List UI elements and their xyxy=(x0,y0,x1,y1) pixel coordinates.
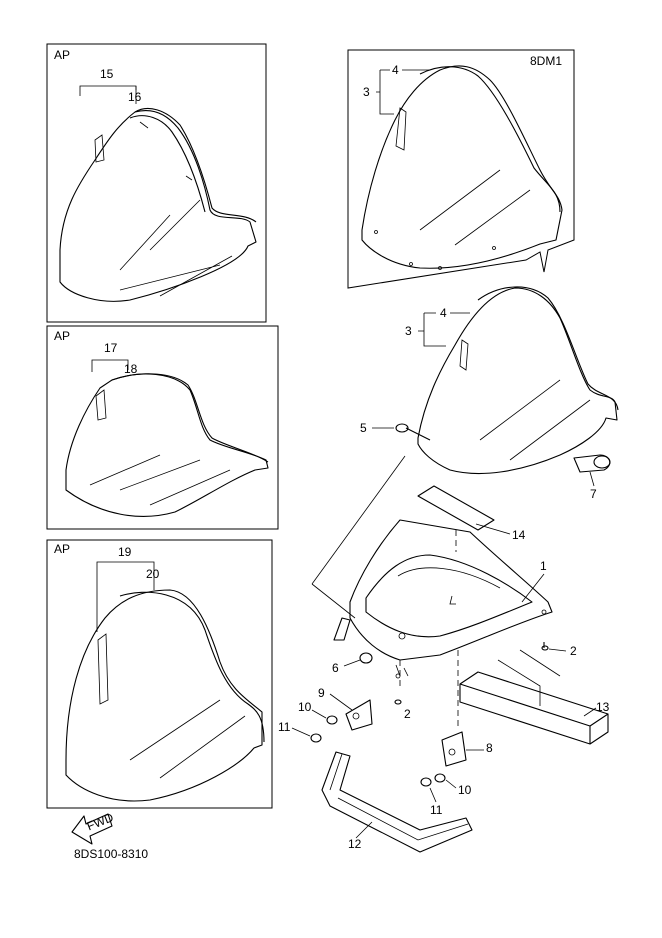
grab-bar-12 xyxy=(321,751,473,853)
callout-9: 9 xyxy=(318,686,325,700)
callout-4-main: 4 xyxy=(440,306,447,320)
callout-13: 13 xyxy=(596,700,610,714)
panel-8dm1: 8DM1 3 4 xyxy=(347,49,575,289)
callout-4-top: 4 xyxy=(392,63,399,77)
callout-5: 5 xyxy=(360,421,367,435)
windshield-15 xyxy=(59,107,257,302)
washer-10-right xyxy=(434,773,446,783)
windshield-19 xyxy=(65,589,265,802)
drawing-code: 8DS100-8310 xyxy=(74,847,148,861)
callout-2-lower: 2 xyxy=(404,707,411,721)
fwd-arrow-icon: FWD xyxy=(71,810,116,845)
panel-ap-1-tag: AP xyxy=(54,48,70,62)
callout-8: 8 xyxy=(486,741,493,755)
callout-3-main: 3 xyxy=(405,324,412,338)
panel-ap-3-tag: AP xyxy=(54,542,70,556)
windshield-17 xyxy=(65,373,269,517)
bracket-8 xyxy=(441,731,467,767)
washer-10-left xyxy=(326,715,338,725)
main-windshield-assembly: 3 4 5 7 xyxy=(360,286,619,501)
nut-11-right xyxy=(420,777,432,787)
screw-5 xyxy=(395,423,431,441)
bracket-9 xyxy=(345,699,373,731)
seal-14: 14 xyxy=(417,485,526,552)
callout-16: 16 xyxy=(128,90,142,104)
callout-3-top: 3 xyxy=(363,85,370,99)
windshield-3-top xyxy=(361,65,563,270)
callout-17: 17 xyxy=(104,341,118,355)
callout-2-upper: 2 xyxy=(570,644,577,658)
callout-20: 20 xyxy=(146,567,160,581)
callout-15: 15 xyxy=(100,67,114,81)
callout-11-right: 11 xyxy=(430,803,443,817)
fwd-label: FWD xyxy=(85,810,116,833)
panel-8dm1-tag: 8DM1 xyxy=(530,54,562,68)
callout-6: 6 xyxy=(332,661,339,675)
panel-ap-3: AP 19 20 xyxy=(46,539,273,809)
bolt-2-lower xyxy=(394,699,402,705)
mounting-clip-7 xyxy=(573,454,611,473)
callout-18: 18 xyxy=(124,362,138,376)
bolt-2-upper xyxy=(541,642,549,651)
callout-11-left: 11 xyxy=(278,720,291,734)
callout-19: 19 xyxy=(118,545,132,559)
panel-ap-2: AP 17 18 xyxy=(46,325,279,530)
panel-ap-1: AP 15 16 xyxy=(46,43,267,323)
bumper-13 xyxy=(459,671,609,745)
panel-ap-2-tag: AP xyxy=(54,329,70,343)
callout-7: 7 xyxy=(590,487,597,501)
callout-14: 14 xyxy=(512,528,526,542)
bracket-6 xyxy=(333,617,373,664)
callout-10-left: 10 xyxy=(298,700,312,714)
callout-12: 12 xyxy=(348,837,362,851)
callout-10-right: 10 xyxy=(458,783,472,797)
callout-1: 1 xyxy=(540,559,547,573)
cowl-1: 1 xyxy=(349,519,553,679)
nut-11-left xyxy=(310,733,322,743)
